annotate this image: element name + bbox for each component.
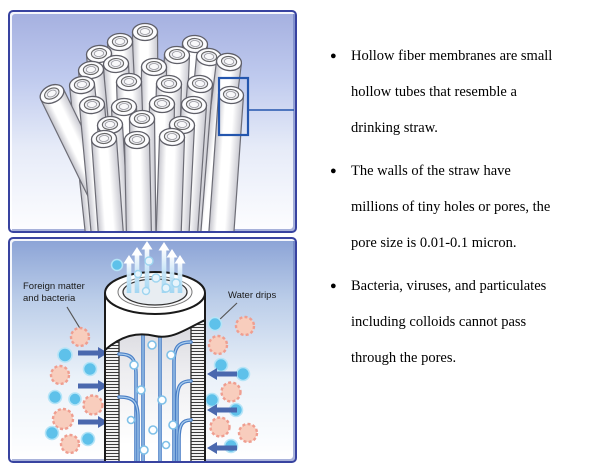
bullet-icon: ● xyxy=(330,50,337,62)
single-fiber-highlight-box xyxy=(217,76,250,137)
bullet-text-1: Hollow fiber membranes are small hollow … xyxy=(351,48,553,136)
foreign-matter-leader-line xyxy=(66,306,82,331)
bullet-icon: ● xyxy=(330,280,337,292)
outlet-bubbles xyxy=(110,256,181,296)
bullet-item-3: ● Bacteria, viruses, and particulates in… xyxy=(330,268,598,376)
fiber-bundle-illustration xyxy=(39,22,294,231)
water-drips-leader-line xyxy=(216,302,238,323)
filtration-panel: Foreign matter and bacteria Water drips xyxy=(8,237,297,463)
bullet-item-1: ● Hollow fiber membranes are small hollo… xyxy=(330,38,598,146)
bullet-icon: ● xyxy=(330,165,337,177)
particles-and-drops xyxy=(44,315,259,455)
foreign-matter-label: Foreign matter and bacteria xyxy=(23,281,85,304)
bullet-text-3: Bacteria, viruses, and particulates incl… xyxy=(351,278,547,366)
tube-bundle xyxy=(39,22,245,231)
inner-water-bubbles xyxy=(126,340,178,455)
bullet-list: ● Hollow fiber membranes are small hollo… xyxy=(330,38,598,383)
bullet-item-2: ● The walls of the straw have millions o… xyxy=(330,153,598,261)
filtration-illustration xyxy=(44,241,259,461)
fiber-cross-section xyxy=(104,271,206,461)
fiber-bundle-panel xyxy=(8,10,297,233)
inner-flow-lines xyxy=(117,327,193,461)
water-drips-label: Water drips xyxy=(228,290,277,301)
bullet-text-2: The walls of the straw have millions of … xyxy=(351,163,551,251)
